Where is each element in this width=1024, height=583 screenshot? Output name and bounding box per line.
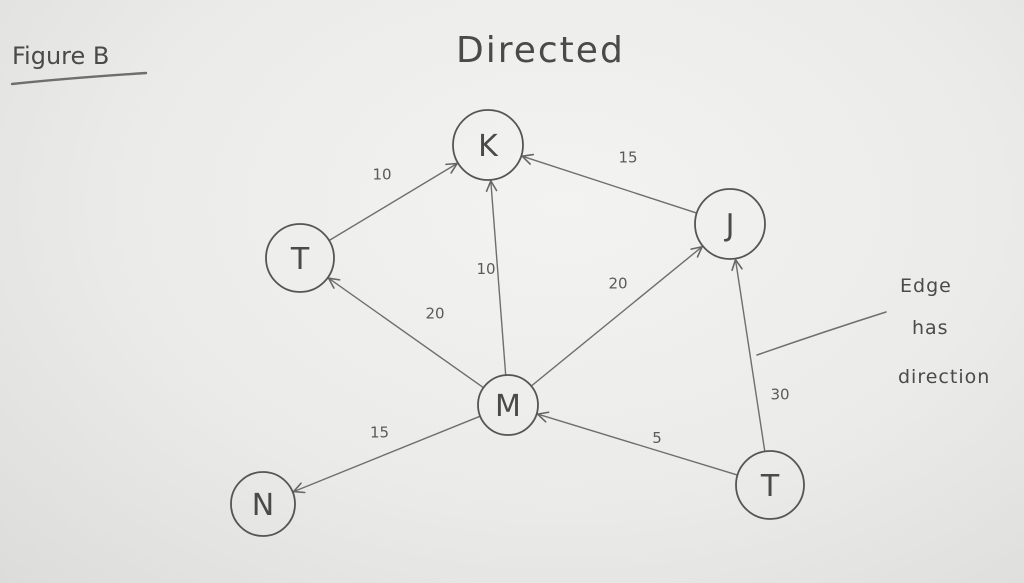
edge-weight-j-to-k: 15 [618,149,637,167]
node-label-k: K [478,129,499,164]
edge-m-to-k [491,181,507,376]
edges-layer: 10 15 10 20 20 15 5 30 [294,149,790,492]
annotation-line-3: direction [898,366,990,388]
edge-t2-to-m [538,414,739,476]
node-circle-n [230,471,296,537]
edge-m-to-t1 [329,278,485,389]
edge-weight-m-to-j: 20 [608,275,627,293]
annotation-pointer-line [756,311,887,356]
node-label-n: N [252,488,274,523]
node-circle-t2 [735,450,805,520]
node-label-m: M [495,389,521,424]
node-t2: T [735,450,805,520]
annotation-line-2: has [912,317,949,339]
edge-weight-m-to-n: 15 [370,424,389,442]
figure-label-underline [10,71,148,86]
node-circle-j [694,188,766,260]
figure-label: Figure B [12,42,109,70]
edge-weight-m-to-k: 10 [476,260,495,278]
edge-weight-t2-to-m: 5 [652,429,662,447]
node-circle-k [452,109,524,181]
node-label-t1: T [290,242,310,277]
node-label-j: J [724,208,735,243]
node-circle-m [477,374,539,436]
node-k: K [452,109,524,181]
diagram-title: Directed [456,30,625,71]
edge-m-to-n [294,415,481,491]
edge-m-to-j [530,247,702,387]
edge-weight-m-to-t1: 20 [425,305,444,323]
node-n: N [230,471,296,537]
node-label-t2: T [760,469,780,504]
node-m: M [477,374,539,436]
edge-t2-to-j [736,260,766,453]
node-t1: T [265,223,335,293]
annotation-line-1: Edge [900,275,952,297]
edge-weight-t1-to-k: 10 [372,166,391,184]
nodes-layer: K T J M N T [230,109,805,537]
edge-weight-t2-to-j: 30 [770,386,789,404]
edge-t1-to-k [328,164,457,242]
node-j: J [694,188,766,260]
edge-j-to-k [522,156,698,214]
node-circle-t1 [265,223,335,293]
